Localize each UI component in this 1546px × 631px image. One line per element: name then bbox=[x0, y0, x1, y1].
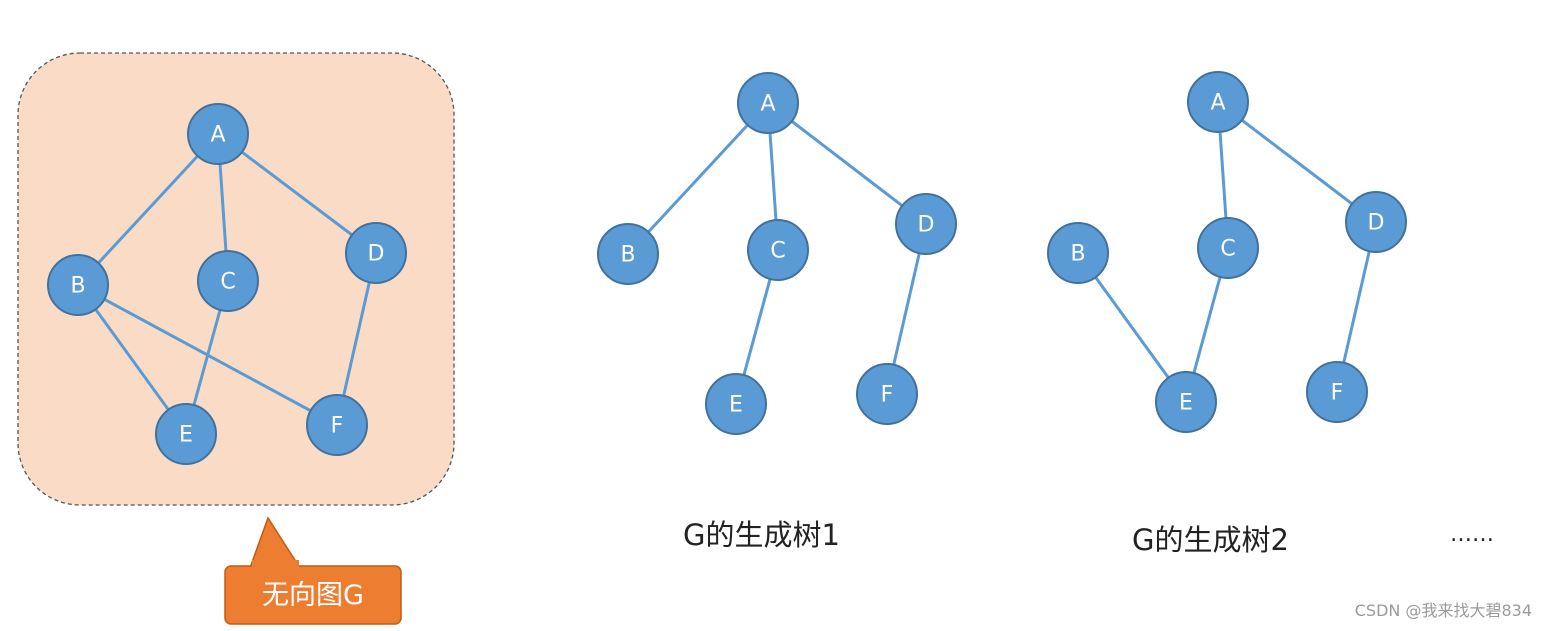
callout-box bbox=[224, 565, 402, 625]
tree-2-node-B: B bbox=[1047, 222, 1109, 284]
tree-1-node-D-label: D bbox=[918, 213, 935, 238]
tree-2-node-A: A bbox=[1187, 71, 1249, 133]
graph-g-callout-label: 无向图G bbox=[262, 580, 364, 611]
tree-1-node-C-label: C bbox=[770, 239, 785, 264]
tree-1-edge-A-B bbox=[626, 101, 770, 256]
graph-g-node-C-label: C bbox=[220, 270, 235, 295]
tree-1-node-C: C bbox=[747, 219, 809, 281]
tree-1-node-F-circle bbox=[856, 363, 918, 425]
graph-g-node-E: E bbox=[155, 403, 217, 465]
graph-g-node-D-label: D bbox=[368, 242, 385, 267]
spanning-tree-2-caption: G的生成树2 bbox=[1132, 523, 1289, 557]
tree-2-node-A-circle bbox=[1187, 71, 1249, 133]
tree-2-node-D-label: D bbox=[1368, 211, 1385, 236]
graph-g-node-F: F bbox=[306, 394, 368, 456]
more-trees-ellipsis: …… bbox=[1450, 522, 1494, 547]
tree-2-node-F-circle bbox=[1306, 361, 1368, 423]
tree-1-node-B: B bbox=[597, 223, 659, 285]
graph-g-node-F-circle bbox=[306, 394, 368, 456]
graph-g-node-F-label: F bbox=[331, 414, 344, 439]
graph-g-edge-A-B bbox=[76, 132, 220, 287]
graph-g-node-C-circle bbox=[197, 250, 259, 312]
tree-1-node-F: F bbox=[856, 363, 918, 425]
tree-2-node-E-label: E bbox=[1179, 391, 1193, 416]
graph-g-node-B-label: B bbox=[70, 274, 85, 299]
tree-2-node-C: C bbox=[1197, 217, 1259, 279]
graph-g-node-B: B bbox=[47, 254, 109, 316]
tree-2-node-B-label: B bbox=[1070, 242, 1085, 267]
graph-g-node-D: D bbox=[345, 222, 407, 284]
tree-1-node-E: E bbox=[705, 373, 767, 435]
graph-g-node-C: C bbox=[197, 250, 259, 312]
tree-2-edge-A-D bbox=[1216, 100, 1378, 224]
graph-g-node-A: A bbox=[187, 103, 249, 165]
tree-1-node-A-label: A bbox=[760, 92, 775, 117]
tree-2-node-B-circle bbox=[1047, 222, 1109, 284]
graph-g-node-E-circle bbox=[155, 403, 217, 465]
graph-g-node-B-circle bbox=[47, 254, 109, 316]
tree-1-node-B-label: B bbox=[620, 243, 635, 268]
tree-2-node-D-circle bbox=[1345, 191, 1407, 253]
spanning-tree-1-caption: G的生成树1 bbox=[683, 518, 840, 552]
graph-g-node-A-label: A bbox=[210, 123, 225, 148]
tree-2-node-F: F bbox=[1306, 361, 1368, 423]
tree-1-node-C-circle bbox=[747, 219, 809, 281]
graph-g-node-E-label: E bbox=[179, 423, 193, 448]
graph-g-node-D-circle bbox=[345, 222, 407, 284]
tree-1-node-B-circle bbox=[597, 223, 659, 285]
tree-1-node-D-circle bbox=[895, 193, 957, 255]
tree-2-node-F-label: F bbox=[1331, 381, 1344, 406]
csdn-watermark: CSDN @我来找大碧834 bbox=[1354, 601, 1532, 620]
tree-2-node-A-label: A bbox=[1210, 91, 1225, 116]
graph-g-edge-A-D bbox=[216, 132, 378, 255]
tree-1-node-A-circle bbox=[737, 72, 799, 134]
tree-2-node-C-label: C bbox=[1220, 237, 1235, 262]
tree-2-node-D: D bbox=[1345, 191, 1407, 253]
graph-g-node-A-circle bbox=[187, 103, 249, 165]
tree-1-node-F-label: F bbox=[881, 383, 894, 408]
tree-2-node-C-circle bbox=[1197, 217, 1259, 279]
tree-1-node-E-circle bbox=[705, 373, 767, 435]
tree-1-node-D: D bbox=[895, 193, 957, 255]
tree-1-node-A: A bbox=[737, 72, 799, 134]
tree-2-node-E-circle bbox=[1155, 371, 1217, 433]
tree-2-node-E: E bbox=[1155, 371, 1217, 433]
nodes-layer: A B C D E F A B C D E F A B C D E F bbox=[47, 71, 1407, 465]
tree-1-edge-A-D bbox=[766, 101, 928, 226]
tree-1-node-E-label: E bbox=[729, 393, 743, 418]
